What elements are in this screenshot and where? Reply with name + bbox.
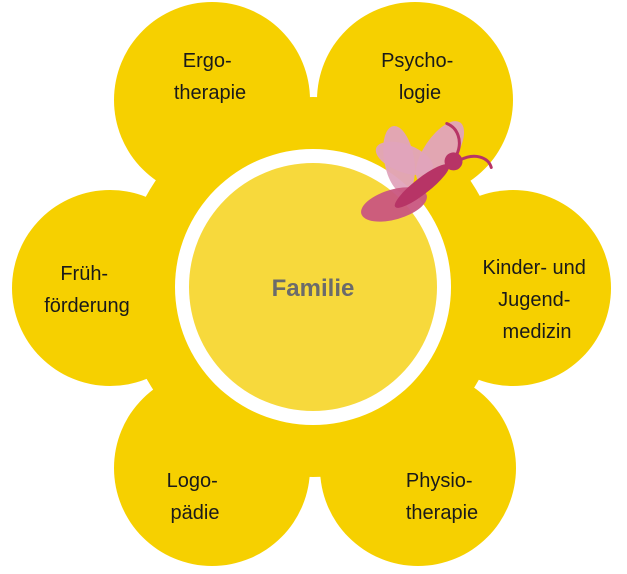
petal-label-line: Physio-	[406, 470, 473, 492]
petal-label-physiotherapie: Physio- therapie	[406, 470, 478, 524]
petal-label-line: Früh-	[60, 263, 108, 285]
petal-label-line: Psycho-	[381, 50, 453, 72]
butterfly-head	[444, 152, 463, 171]
petal-label-line: therapie	[174, 82, 246, 104]
petal-label-kinder-jugendmedizin: Kinder- und Jugend- medizin	[483, 257, 592, 343]
petal-label-line: Kinder- und	[483, 257, 586, 279]
petal-label-line: Logo-	[167, 470, 218, 492]
petal-label-fruehfoerderung: Früh- förderung	[44, 263, 130, 317]
petal-label-line: therapie	[406, 502, 478, 524]
petal-label-ergotherapie: Ergo- therapie	[174, 50, 246, 104]
petal-label-line: pädie	[171, 502, 220, 524]
petal-label-psychologie: Psycho- logie	[381, 50, 459, 104]
butterfly-antenna-left	[445, 121, 461, 157]
petal-label-line: förderung	[44, 295, 130, 317]
center-label: Familie	[272, 275, 355, 302]
petal-label-line: Jugend-	[498, 289, 570, 311]
petal-label-line: Ergo-	[183, 50, 232, 72]
butterfly-wing-lower-left	[375, 141, 434, 175]
butterfly-body	[394, 164, 450, 208]
butterfly-antenna-right	[458, 154, 493, 169]
center-circle	[189, 163, 437, 411]
petal-label-logopaedie: Logo- pädie	[167, 470, 224, 524]
petal-label-line: medizin	[503, 321, 572, 343]
butterfly-icon	[361, 121, 493, 222]
petal-label-line: logie	[399, 82, 441, 104]
